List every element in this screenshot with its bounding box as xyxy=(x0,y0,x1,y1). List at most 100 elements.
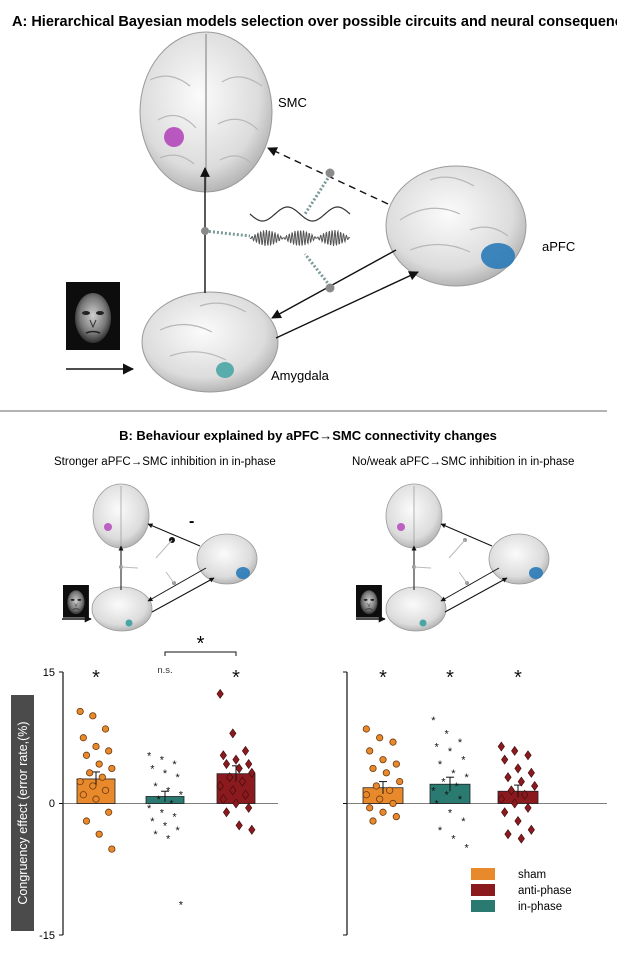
y-tick-label: -15 xyxy=(39,930,55,942)
data-point xyxy=(362,791,370,799)
inhibition-minus-sign: - xyxy=(189,513,194,530)
data-point: * xyxy=(441,777,446,789)
significance-star: * xyxy=(514,667,522,689)
smc-brain-illustration xyxy=(139,31,273,193)
data-point xyxy=(382,769,390,777)
data-point: * xyxy=(147,803,152,815)
data-point xyxy=(514,816,522,827)
data-point xyxy=(504,772,512,783)
amygdala-roi-marker xyxy=(216,362,234,378)
apfc-brain-illustration xyxy=(385,165,527,287)
data-point xyxy=(82,751,91,759)
data-point: * xyxy=(448,807,453,819)
data-point: * xyxy=(179,899,184,911)
data-point: * xyxy=(163,820,168,832)
data-point: * xyxy=(169,799,174,811)
data-point: * xyxy=(157,794,162,806)
apfc-roi-marker xyxy=(481,243,515,269)
data-point xyxy=(514,763,522,774)
y-tick-label: 0 xyxy=(49,798,55,810)
data-point xyxy=(379,756,387,764)
significance-bracket xyxy=(164,651,237,656)
significance-star: * xyxy=(446,667,454,689)
data-point xyxy=(76,707,84,716)
ns-label: n.s. xyxy=(157,665,172,676)
data-point xyxy=(392,760,400,768)
data-point xyxy=(241,745,250,756)
legend-swatch-anti-phase xyxy=(471,884,495,896)
data-point: * xyxy=(458,737,463,749)
data-point xyxy=(245,802,253,813)
data-point: * xyxy=(451,768,456,780)
data-point: * xyxy=(147,750,152,762)
data-point xyxy=(517,833,525,844)
data-point: * xyxy=(448,746,453,758)
right-chart: *********************** xyxy=(343,667,607,936)
apfc-label: aPFC xyxy=(542,239,575,254)
face-stimulus-icon xyxy=(65,281,121,351)
smc-roi-marker xyxy=(164,127,184,147)
data-point: * xyxy=(176,772,181,784)
data-point xyxy=(248,824,256,835)
data-point xyxy=(235,763,243,774)
data-point xyxy=(386,786,394,794)
smc-label: SMC xyxy=(278,95,307,110)
data-point xyxy=(527,767,535,778)
data-point xyxy=(241,789,250,800)
data-point: * xyxy=(445,790,450,802)
data-point xyxy=(245,759,253,770)
right-mini-diagram xyxy=(355,483,550,632)
legend-label-sham: sham xyxy=(518,869,546,881)
panel-a-connections xyxy=(200,147,419,339)
significance-star: * xyxy=(197,633,205,655)
data-point: * xyxy=(166,834,171,846)
data-point: * xyxy=(465,772,470,784)
data-point xyxy=(504,829,512,840)
data-point xyxy=(95,830,103,838)
data-point xyxy=(229,785,237,796)
data-point xyxy=(362,725,370,733)
data-point xyxy=(98,773,106,781)
y-axis-label: Congruency effect (error rate,(%) xyxy=(16,721,30,904)
data-point xyxy=(235,820,243,831)
data-point xyxy=(101,725,110,733)
right-subtitle: No/weak aPFC→SMC inhibition in in-phase xyxy=(352,456,574,468)
y-tick-label: 15 xyxy=(43,667,55,679)
data-point xyxy=(501,754,509,765)
data-point xyxy=(501,807,509,818)
data-point: * xyxy=(153,829,158,841)
data-point xyxy=(108,764,116,773)
left-chart: *********************n.s.** xyxy=(59,633,278,936)
data-point xyxy=(108,845,116,853)
significance-star: * xyxy=(379,667,387,689)
data-point xyxy=(92,742,100,751)
data-point: * xyxy=(172,759,177,771)
data-point: * xyxy=(150,816,155,828)
data-point xyxy=(531,780,539,791)
data-point xyxy=(376,734,384,742)
data-point xyxy=(222,807,231,818)
data-point: * xyxy=(458,794,463,806)
data-point xyxy=(89,712,97,720)
data-point xyxy=(369,817,377,825)
data-point xyxy=(89,782,97,790)
data-point: * xyxy=(461,816,466,828)
significance-star: * xyxy=(232,667,240,689)
data-point xyxy=(369,764,377,773)
data-point xyxy=(497,741,505,752)
data-point xyxy=(219,750,227,761)
legend-label-in-phase: in-phase xyxy=(518,901,562,913)
data-point xyxy=(521,789,529,800)
data-point: * xyxy=(445,728,450,740)
data-point xyxy=(524,802,532,813)
amygdala-brain-illustration xyxy=(141,291,279,393)
data-point: * xyxy=(160,807,165,819)
data-point xyxy=(372,782,380,790)
data-point xyxy=(232,754,240,765)
legend: sham anti-phase in-phase xyxy=(471,868,572,913)
data-point xyxy=(101,786,110,794)
data-point xyxy=(366,747,374,755)
legend-swatch-sham xyxy=(471,868,495,880)
data-point xyxy=(105,747,113,755)
